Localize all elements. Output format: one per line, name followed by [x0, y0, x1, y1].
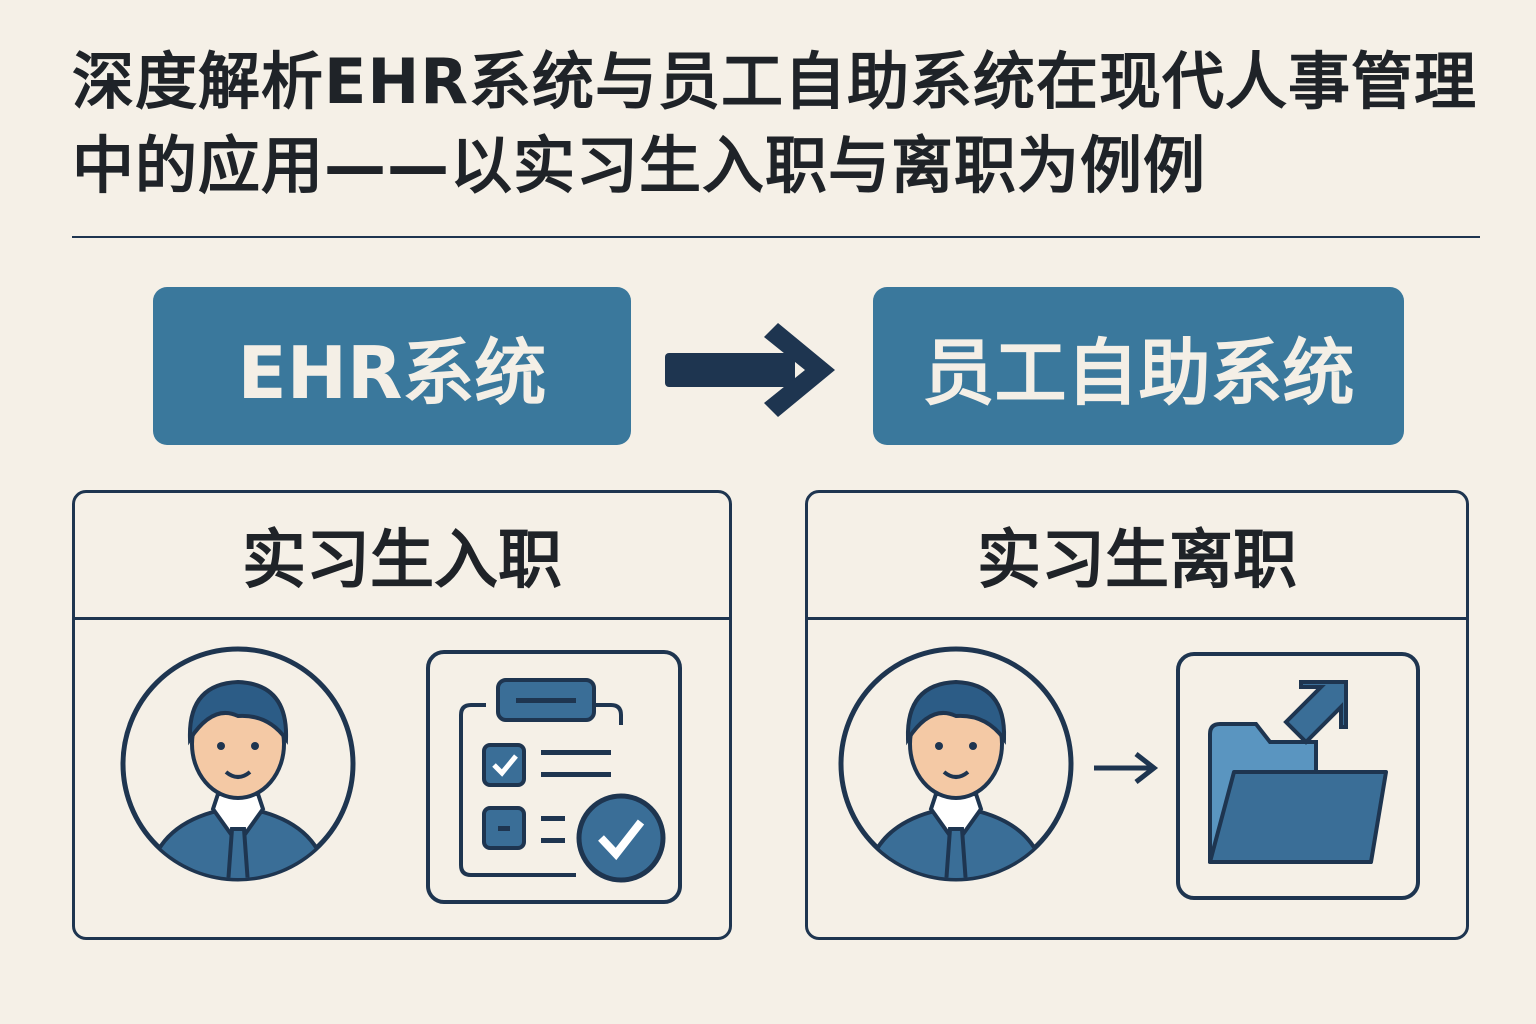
page-title: 深度解析EHR系统与员工自助系统在现代人事管理中的应用——以实习生入职与离职为例…: [72, 45, 1477, 202]
divider: [72, 236, 1480, 238]
onboarding-title: 实习生入职: [75, 493, 729, 620]
folder-export-icon: [1176, 652, 1420, 900]
employee-avatar-icon: [838, 646, 1074, 882]
self-service-system-box: 员工自助系统: [873, 287, 1404, 445]
offboarding-title: 实习生离职: [808, 493, 1466, 620]
employee-avatar-icon: [120, 646, 356, 882]
offboarding-panel: 实习生离职: [805, 490, 1469, 940]
small-arrow-icon: [1094, 752, 1159, 784]
onboarding-panel: 实习生入职: [72, 490, 732, 940]
checklist-icon: [426, 650, 682, 904]
right-arrow-icon: [665, 323, 835, 417]
ehr-system-box: EHR系统: [153, 287, 631, 445]
